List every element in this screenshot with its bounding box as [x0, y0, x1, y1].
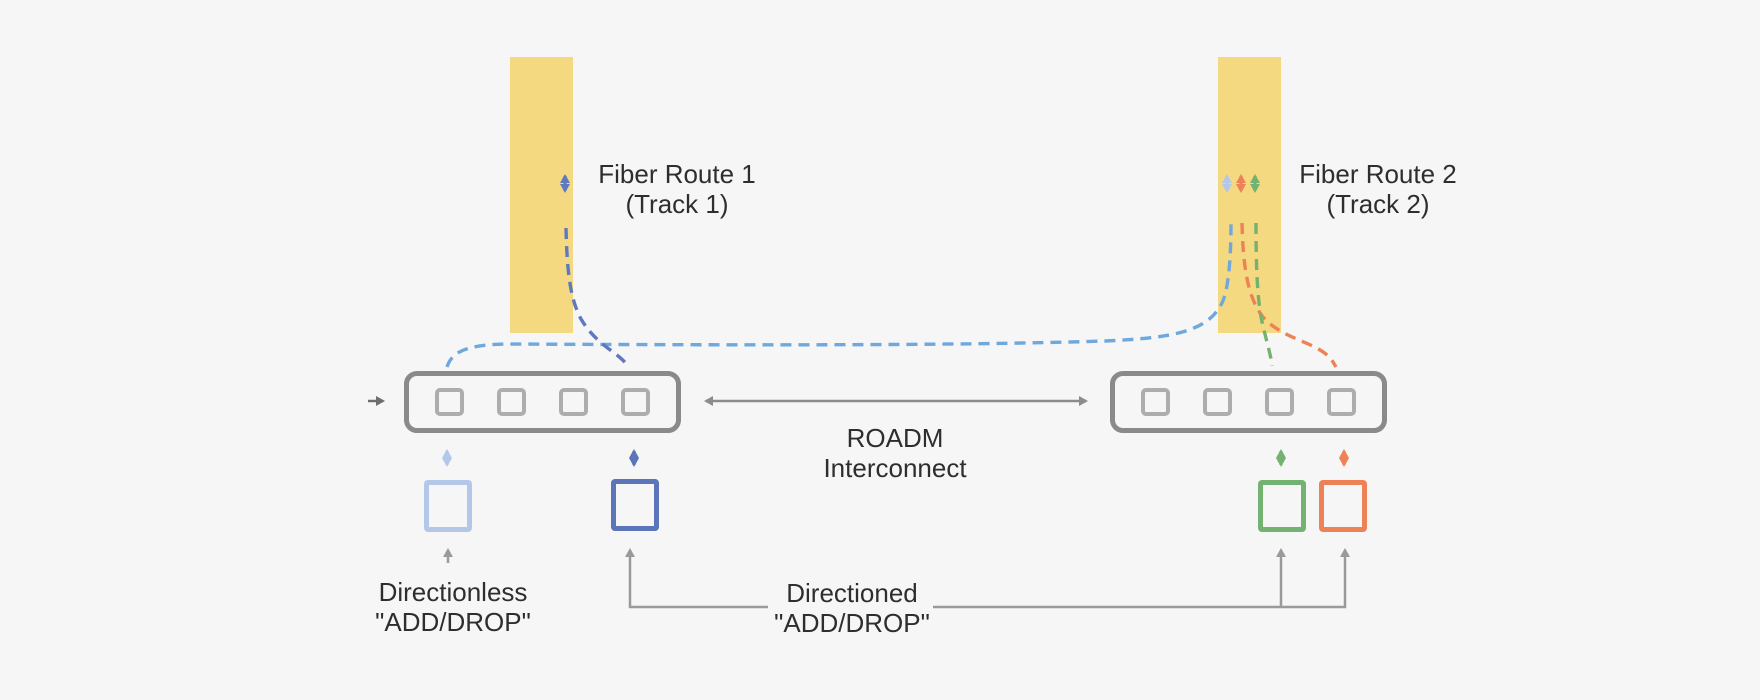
- fiber-route-1-label-line1: Fiber Route 1: [598, 159, 756, 189]
- directionless-label-line1: Directionless: [378, 577, 528, 607]
- degree-port: [1327, 388, 1356, 416]
- directionless-label-line2: "ADD/DROP": [375, 607, 531, 637]
- fiber-route-1-label-line2: (Track 1): [625, 189, 729, 219]
- roadm-interconnect-label-line2: Interconnect: [823, 453, 967, 483]
- roadm-node-left: [404, 371, 681, 433]
- degree-port: [1203, 388, 1232, 416]
- directioned-pointer-right: [933, 548, 1350, 609]
- degree-port: [1265, 388, 1294, 416]
- directioned-add-drop-module-blue: [611, 479, 659, 531]
- directioned-label-line1: Directioned: [786, 578, 918, 608]
- fiber-route-2-label: Fiber Route 2 (Track 2): [1299, 159, 1457, 219]
- roadm-interconnect-label: ROADM Interconnect: [823, 423, 966, 483]
- directioned-label-line2: "ADD/DROP": [774, 608, 930, 638]
- degree-port: [435, 388, 464, 416]
- fiber-route-2-track: [1218, 57, 1281, 333]
- degree-port: [1141, 388, 1170, 416]
- directioned-add-drop-module-green: [1258, 480, 1306, 532]
- fiber-route-1-track: [510, 57, 573, 333]
- degree-port: [497, 388, 526, 416]
- roadm-interconnect-label-line1: ROADM: [846, 423, 944, 453]
- degree-port: [559, 388, 588, 416]
- directioned-add-drop-label: Directioned "ADD/DROP": [774, 578, 930, 638]
- roadm-node-right: [1110, 371, 1387, 433]
- slate-blue-fiber-path: [564, 227, 630, 368]
- fiber-route-2-label-line1: Fiber Route 2: [1299, 159, 1457, 189]
- directionless-add-drop-module: [424, 480, 472, 532]
- fiber-route-1-label: Fiber Route 1 (Track 1): [598, 159, 756, 219]
- fiber-route-2-label-line2: (Track 2): [1326, 189, 1430, 219]
- directionless-add-drop-label: Directionless "ADD/DROP": [375, 577, 531, 637]
- degree-port: [621, 388, 650, 416]
- directioned-pointer-left: [625, 548, 768, 609]
- directioned-add-drop-module-orange: [1319, 480, 1367, 532]
